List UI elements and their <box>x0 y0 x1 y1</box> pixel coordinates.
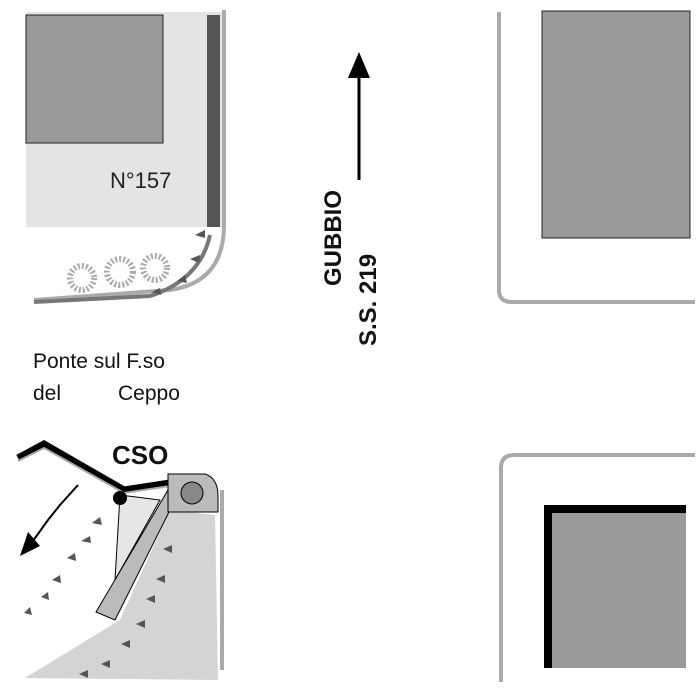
flow-arrow <box>29 484 79 546</box>
building-number: N°157 <box>110 168 172 193</box>
curb-bottom-right <box>499 453 695 682</box>
curb-top-left <box>33 10 226 302</box>
pipe <box>16 439 171 494</box>
shrubs <box>67 253 170 293</box>
bridge-label-line2b: Ceppo <box>118 382 180 405</box>
road-route-label: S.S. 219 <box>355 253 382 346</box>
embankment <box>25 510 218 680</box>
curb-top-right <box>497 12 695 304</box>
pipe-inner <box>17 446 171 495</box>
building-bottom-right <box>544 505 686 668</box>
outfall-point <box>113 491 127 505</box>
slope-marks-bottom <box>24 517 172 678</box>
bridge-edge <box>114 494 161 581</box>
direction-arrow-head <box>348 52 370 78</box>
bank-line <box>33 234 212 304</box>
building-top-left <box>25 14 164 144</box>
cso-manhole <box>180 481 204 505</box>
slope-marks <box>152 230 205 295</box>
bridge-label-line2a: del <box>33 382 62 405</box>
building-top-right <box>541 10 691 239</box>
cso-label: CSO <box>112 440 169 470</box>
wall-strip <box>207 15 220 227</box>
flow-arrow-head <box>20 532 40 556</box>
road-town-label: GUBBIO <box>320 190 347 286</box>
bridge-label-line1: Ponte sul F.so <box>33 350 165 373</box>
